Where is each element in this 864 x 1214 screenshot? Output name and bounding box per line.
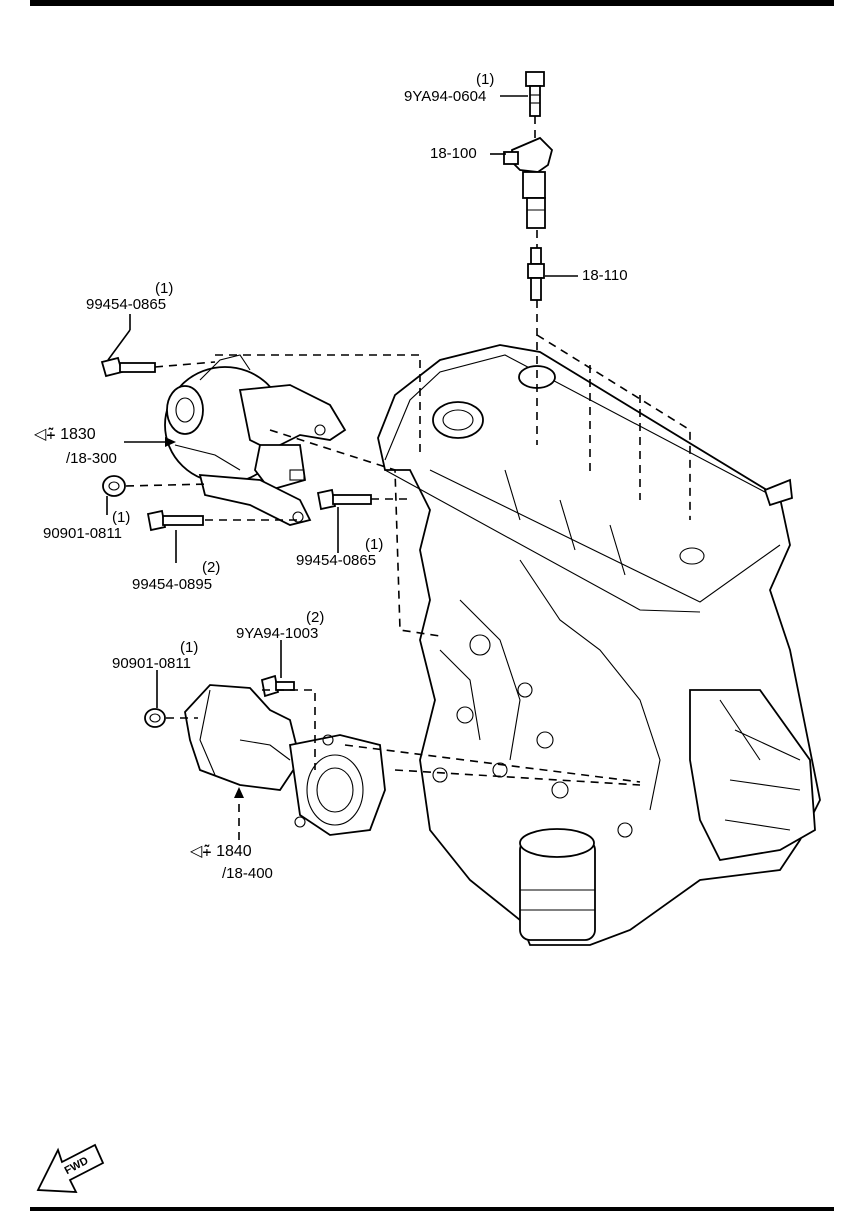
alt-bolt-top-qty: (1) bbox=[155, 280, 174, 297]
reference-book-icon: ◁⨤ bbox=[190, 843, 212, 860]
starter-subref[interactable]: /18-400 bbox=[222, 865, 273, 882]
starter-nut-part-number[interactable]: 90901-0811 bbox=[112, 655, 191, 672]
alternator-drawing bbox=[164, 354, 347, 526]
spark-plug-drawing bbox=[527, 247, 545, 301]
alt-nut-drawing bbox=[102, 475, 126, 497]
alt-bolt-low-qty: (2) bbox=[202, 559, 221, 576]
starter-nut-drawing bbox=[144, 708, 166, 728]
starter-bolt-drawing bbox=[260, 674, 295, 698]
reference-book-icon: ◁⨤ bbox=[34, 426, 56, 443]
alternator-subref[interactable]: /18-300 bbox=[66, 450, 117, 467]
alt-bolt-top-drawing bbox=[100, 356, 156, 378]
alt-bolt-low-drawing bbox=[146, 509, 204, 532]
spark-plug-ref[interactable]: 18-110 bbox=[582, 267, 628, 284]
alt-nut-qty: (1) bbox=[112, 509, 131, 526]
alternator-ref[interactable]: ◁⨤ 1830 bbox=[34, 427, 96, 443]
starter-bolt-part-number[interactable]: 9YA94-1003 bbox=[236, 625, 319, 642]
alt-bolt-top-part-number[interactable]: 99454-0865 bbox=[86, 296, 167, 313]
alt-bolt-right-qty: (1) bbox=[365, 536, 384, 553]
alt-bolt-low-part-number[interactable]: 99454-0895 bbox=[132, 576, 213, 593]
starter-bolt-qty: (2) bbox=[306, 609, 325, 626]
coil-bolt-part-number[interactable]: 9YA94-0604 bbox=[404, 88, 487, 105]
bottom-border bbox=[30, 1207, 834, 1211]
alternator-ref-number: 1830 bbox=[60, 426, 96, 443]
ignition-coil-drawing bbox=[503, 136, 554, 229]
starter-ref-number: 1840 bbox=[216, 843, 252, 860]
coil-bolt-qty: (1) bbox=[476, 71, 495, 88]
starter-drawing bbox=[184, 684, 386, 836]
alt-bolt-right-part-number[interactable]: 99454-0865 bbox=[296, 552, 377, 569]
leader-lines bbox=[106, 95, 578, 708]
alt-nut-part-number[interactable]: 90901-0811 bbox=[43, 525, 122, 542]
fwd-arrow-icon bbox=[36, 1143, 105, 1193]
coil-bolt-drawing bbox=[525, 71, 545, 117]
starter-nut-qty: (1) bbox=[180, 639, 199, 656]
starter-ref[interactable]: ◁⨤ 1840 bbox=[190, 844, 252, 860]
engine-block bbox=[377, 344, 821, 946]
alt-bolt-right-drawing bbox=[316, 488, 372, 511]
top-border bbox=[30, 0, 834, 6]
ignition-coil-ref[interactable]: 18-100 bbox=[430, 145, 477, 162]
